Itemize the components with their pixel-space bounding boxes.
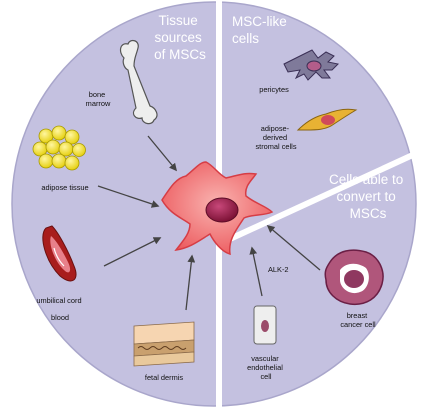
- pericyte-icon: [283, 49, 340, 81]
- arrows: [97, 135, 321, 311]
- endothelial-cell-icon: [253, 305, 277, 345]
- label-adipose-tissue: adipose tissue: [41, 183, 88, 192]
- label-fetal-dermis: fetal dermis: [145, 373, 184, 382]
- label-adipose-stromal: adipose- derived stromal cells: [255, 124, 296, 151]
- fat-cluster-icon: [32, 125, 86, 171]
- title-msc-like: MSC-like cells: [232, 14, 291, 46]
- arrow-bone-marrow: [147, 135, 177, 172]
- label-bone-marrow: bone marrow: [86, 90, 111, 108]
- divider-diagonal: [217, 145, 428, 247]
- label-vascular-endothelial: vascular endothelial cell: [247, 354, 285, 381]
- stromal-cell-icon: [296, 108, 358, 131]
- label-breast-cancer: breast cancer cell: [340, 311, 376, 329]
- label-pericytes: pericytes: [259, 85, 289, 94]
- bone-icon: [119, 39, 158, 125]
- arrow-adipose: [97, 185, 160, 208]
- arrow-fetal-dermis: [185, 254, 196, 311]
- title-tissue-sources: Tissue sources of MSCs: [154, 13, 206, 62]
- umbilical-cord-icon: [42, 225, 77, 282]
- cancer-cell-icon: [324, 249, 384, 306]
- label-alk2: ALK-2: [268, 265, 289, 274]
- msc-cell-icon: [161, 161, 274, 255]
- arrow-umbilical: [103, 237, 162, 267]
- title-convert: Cells able to convert to MSCs: [329, 172, 407, 221]
- arrow-breast-cancer: [266, 224, 321, 271]
- skin-layer-icon: [133, 321, 195, 367]
- arrow-vascular: [249, 246, 263, 297]
- label-umbilical-cord: umbilical cord blood: [36, 296, 83, 322]
